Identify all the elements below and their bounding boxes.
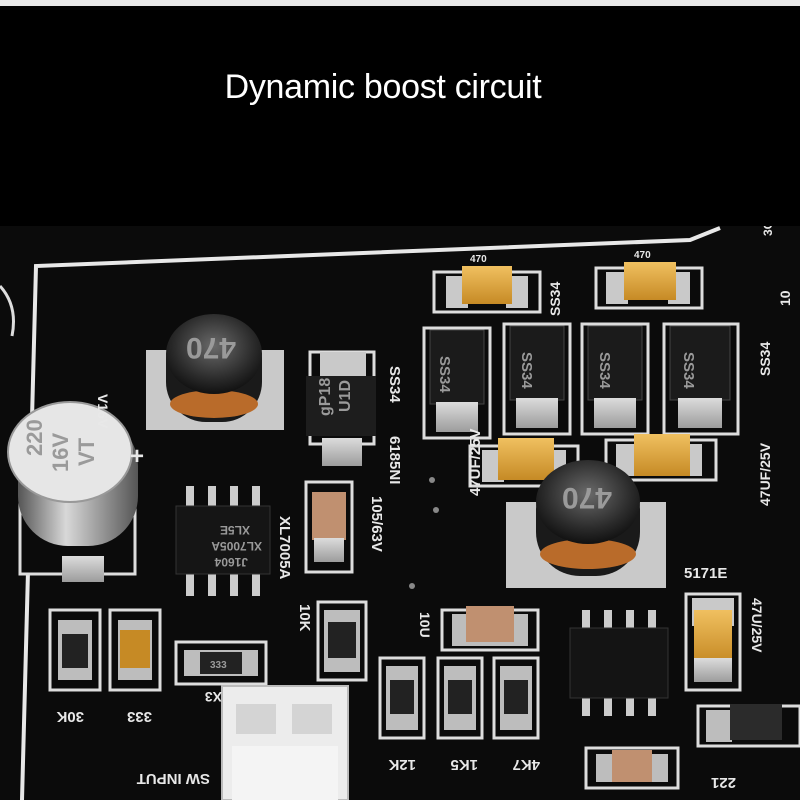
pcb-photo: 220 16V VT + V16V 470 gP18 U1D SS34 6185… [0, 226, 800, 800]
capacitor-bottom-mid [584, 746, 680, 790]
silk-12k: 12K [388, 756, 416, 773]
ic-marking-2: XL7005A [211, 539, 262, 553]
silk-333: 333 [127, 708, 152, 725]
ss34-1-label: SS34 [436, 356, 453, 393]
diode-gp18: gP18 U1D [306, 350, 376, 466]
title-banner: Dynamic boost circuit [0, 6, 800, 226]
ss34-4-label: SS34 [680, 352, 697, 389]
silk-cap-rating-partial: V16V [95, 394, 111, 429]
resistor-333 [108, 608, 162, 692]
silk-ic-part: XL7005A [276, 516, 293, 580]
top-border-line [0, 0, 800, 6]
silk-10u: 10U [417, 612, 433, 638]
ecap-text-1: 220 [22, 419, 47, 456]
ic-small-right [569, 610, 669, 716]
inductor-2: 470 [506, 460, 666, 588]
via [409, 583, 415, 589]
connector-sw-input [221, 685, 349, 800]
top-capacitor-2-label: 470 [634, 250, 651, 261]
resistor-10k [316, 600, 368, 682]
ss34-2-label: SS34 [518, 352, 535, 389]
ecap-text-3: VT [74, 437, 99, 466]
silk-4k7: 4K7 [512, 756, 540, 773]
resistor-1k5 [436, 656, 484, 740]
silk-10k: 10K [296, 604, 313, 632]
silk-x3: X3 [205, 689, 222, 705]
via [429, 477, 435, 483]
resistor-221 [696, 704, 800, 748]
silk-30k: 30K [56, 708, 84, 725]
ss34-diode-3: SS34 [580, 322, 650, 436]
top-capacitor-1-label: 470 [470, 254, 487, 265]
silk-10: 10 [777, 290, 793, 306]
ss34-diode-1: SS34 [422, 326, 492, 440]
diode-code-label: U1D [337, 380, 354, 412]
right-capacitor [684, 592, 742, 692]
top-capacitor-1: 470 [432, 254, 542, 314]
ic-xl7005a: XL5E XL7005A J1604 [175, 486, 271, 596]
resistor-x3: 333 [174, 640, 268, 686]
silk-5171e: 5171E [684, 565, 727, 582]
inductor-1-label: 470 [186, 331, 236, 364]
silk-3c: 3C [761, 226, 775, 236]
resistor-x3-code: 333 [210, 660, 227, 671]
top-capacitor-2: 470 [594, 250, 704, 310]
silk-sw-input: SW INPUT [137, 770, 210, 787]
mid-capacitor-2 [604, 434, 718, 482]
silk-1k5: 1K5 [450, 756, 478, 773]
diode-part-label: gP18 [317, 378, 334, 416]
via [433, 507, 439, 513]
ss34-diode-4: SS34 [662, 322, 740, 436]
resistor-4k7 [492, 656, 540, 740]
ic-marking-3: J1604 [214, 555, 248, 569]
capacitor-105 [304, 480, 354, 574]
pcb-illustration: 220 16V VT + V16V 470 gP18 U1D SS34 6185… [0, 226, 800, 800]
inductor-1: 470 [146, 314, 284, 430]
silk-47uf: 47UF/25V [467, 428, 484, 496]
silk-221: 221 [711, 774, 736, 791]
resistor-30k [48, 608, 102, 692]
silk-ss34-top: SS34 [547, 282, 563, 316]
ss34-diode-2: SS34 [502, 322, 572, 436]
ecap-text-2: 16V [48, 433, 73, 472]
ic-marking-1: XL5E [220, 523, 250, 537]
silk-ss34-left: SS34 [386, 366, 403, 403]
silk-6185: 6185NI [386, 436, 403, 484]
silk-47u25v: 47U/25V [749, 598, 765, 653]
ss34-3-label: SS34 [596, 352, 613, 389]
silk-ss34-right: SS34 [757, 342, 773, 376]
banner-title: Dynamic boost circuit [224, 68, 542, 106]
silk-105: 105/63V [368, 496, 385, 552]
silk-cap-rating-right: 47UF/25V [757, 442, 773, 506]
board-edge-arc [0, 284, 15, 337]
resistor-12k [378, 656, 426, 740]
ecap-plus-sign: + [130, 443, 144, 470]
electrolytic-capacitor: 220 16V VT + [7, 401, 144, 582]
inductor-2-label: 470 [562, 481, 612, 514]
capacitor-10u [440, 606, 540, 652]
